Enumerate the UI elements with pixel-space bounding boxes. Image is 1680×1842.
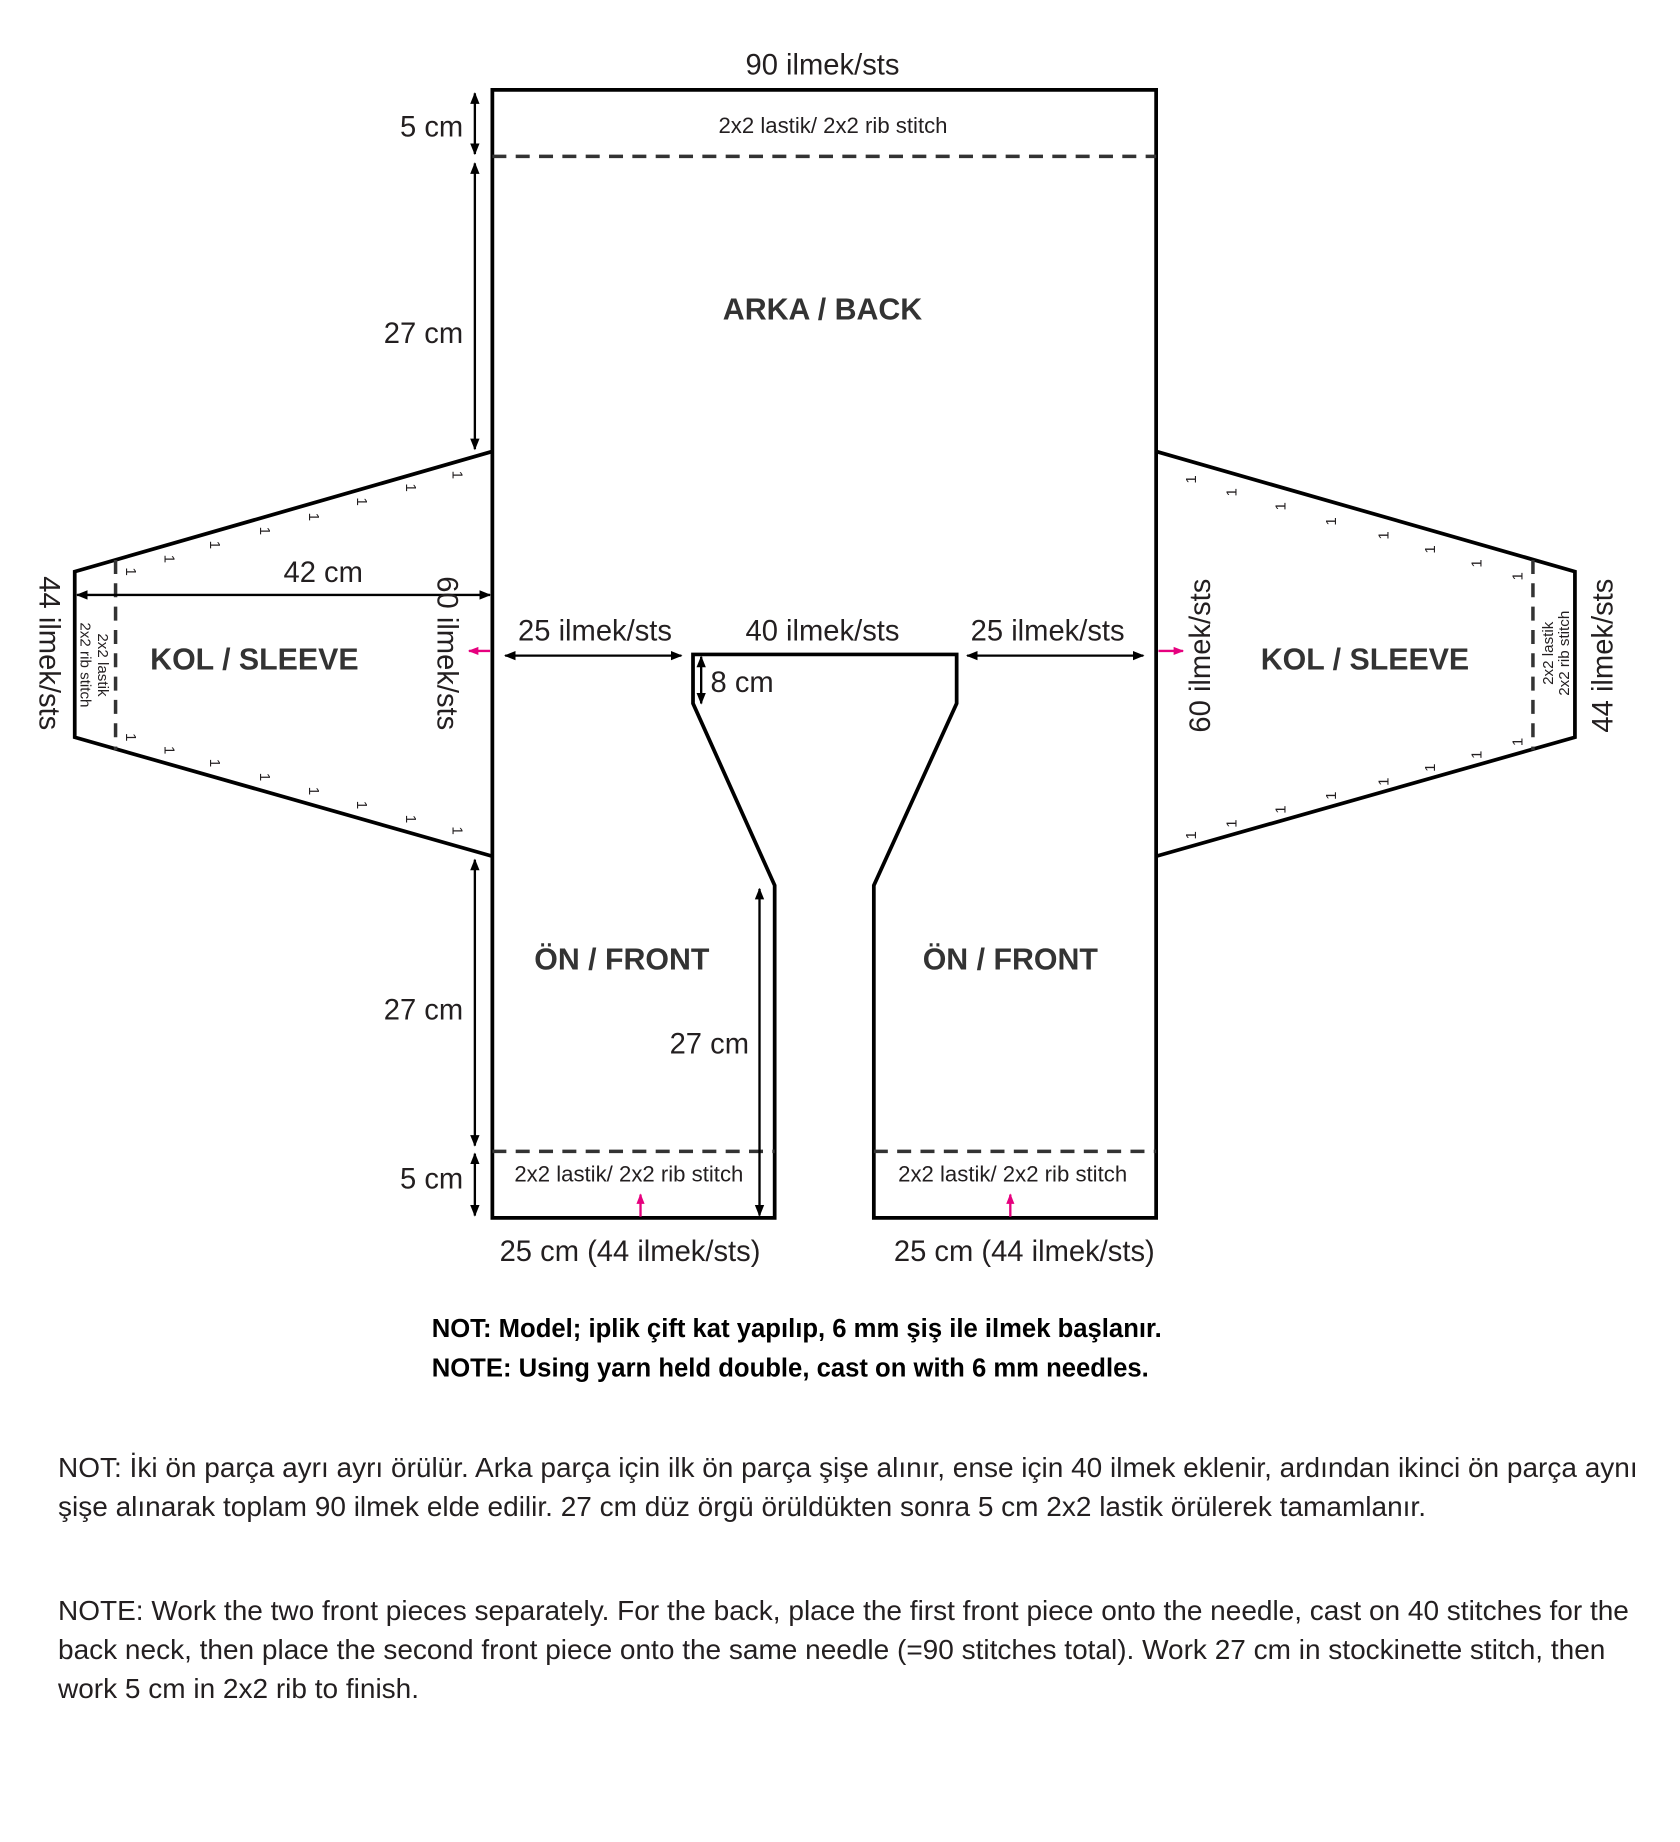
left-sleeve-increase-mark: 1 (256, 773, 273, 781)
dimension-arrows (75, 92, 1145, 1217)
left-sleeve-increase-mark: 1 (161, 746, 178, 754)
left-sleeve-length: 42 cm (284, 557, 363, 589)
right-sleeve-increase-mark: 1 (1509, 738, 1526, 746)
neck-depth: 8 cm (711, 667, 774, 699)
left-sleeve-rib-tr: 2x2 lastik (94, 633, 111, 697)
left-sleeve-increase-mark: 1 (305, 787, 322, 795)
right-sleeve-rib-en: 2x2 rib stitch (1556, 611, 1573, 696)
left-sleeve-increase-mark: 1 (206, 759, 223, 767)
right-sleeve-rib-tr: 2x2 lastik (1540, 621, 1557, 685)
right-sleeve-cuff-sts: 44 ilmek/sts (1587, 579, 1619, 733)
left-sleeve-rib-en: 2x2 rib stitch (77, 622, 94, 707)
left-sleeve-increase-mark: 1 (206, 541, 223, 549)
left-sleeve-increase-mark: 1 (353, 497, 370, 505)
right-front-width: 25 cm (44 ilmek/sts) (894, 1236, 1155, 1268)
right-sleeve-increase-mark: 1 (1375, 531, 1392, 539)
left-sleeve-increase-mark: 1 (402, 815, 419, 823)
right-sleeve-increase-mark: 1 (1183, 831, 1200, 839)
back-title: ARKA / BACK (723, 294, 922, 327)
right-sleeve-increase-mark: 1 (1273, 502, 1290, 510)
right-sleeve-increase-mark: 1 (1509, 572, 1526, 580)
right-front-rib-label: 2x2 lastik/ 2x2 rib stitch (898, 1162, 1127, 1187)
left-sleeve-top-sts: 60 ilmek/sts (431, 576, 463, 730)
neck-right-sts: 25 ilmek/sts (971, 615, 1125, 647)
right-sleeve-increase-mark: 1 (1375, 777, 1392, 785)
front-body-height: 27 cm (384, 995, 463, 1027)
right-sleeve-increase-mark: 1 (1469, 559, 1486, 567)
right-sleeve-increase-mark: 1 (1323, 517, 1340, 525)
right-sleeve-increase-mark: 1 (1422, 763, 1439, 771)
back-body-height: 27 cm (384, 318, 463, 350)
left-sleeve-increase-mark: 1 (122, 567, 139, 575)
right-sleeve-top-sts: 60 ilmek/sts (1185, 579, 1217, 733)
right-sleeve-increase-mark: 1 (1224, 819, 1241, 827)
right-sleeve-increase-mark: 1 (1323, 791, 1340, 799)
neck-left-sts: 25 ilmek/sts (518, 615, 672, 647)
sleeve-increase-marks: 1 1 1 1 1 1 1 1 1 1 1 1 1 1 1 1 1 1 1 1 1 1 1 1 1 1 1 1 1 1 1 1 (122, 471, 1526, 840)
left-sleeve-increase-mark: 1 (161, 555, 178, 563)
right-sleeve-increase-mark: 1 (1183, 475, 1200, 483)
right-sleeve-outline (1155, 449, 1577, 859)
left-sleeve-increase-mark: 1 (305, 513, 322, 521)
back-rib-label: 2x2 lastik/ 2x2 rib stitch (718, 113, 947, 138)
note-en-bold: NOTE: Using yarn held double, cast on wi… (432, 1355, 1149, 1383)
neck-center-sts: 40 ilmek/sts (746, 615, 900, 647)
left-sleeve-cuff-sts: 44 ilmek/sts (33, 576, 65, 730)
left-sleeve-title: KOL / SLEEVE (150, 644, 358, 677)
front-edge-height: 27 cm (670, 1028, 749, 1060)
right-sleeve-increase-mark: 1 (1469, 751, 1486, 759)
back-rib-height: 5 cm (400, 111, 463, 143)
back-width-label: 90 ilmek/sts (746, 50, 900, 82)
right-sleeve-title: KOL / SLEEVE (1261, 644, 1469, 677)
left-sleeve-increase-mark: 1 (353, 801, 370, 809)
note-tr-paragraph: NOT: İki ön parça ayrı ayrı örülür. Arka… (58, 1452, 1638, 1522)
right-sleeve-increase-mark: 1 (1422, 545, 1439, 553)
front-rib-height: 5 cm (400, 1164, 463, 1196)
left-sleeve-outline (72, 449, 493, 859)
left-sleeve-increase-mark: 1 (402, 483, 419, 491)
left-sleeve-increase-mark: 1 (449, 471, 466, 479)
note-en-paragraph: NOTE: Work the two front pieces separate… (58, 1595, 1629, 1704)
right-sleeve-increase-mark: 1 (1224, 488, 1241, 496)
body-outline (490, 87, 1159, 1220)
left-front-width: 25 cm (44 ilmek/sts) (500, 1236, 761, 1268)
right-sleeve-increase-mark: 1 (1273, 805, 1290, 813)
left-sleeve-increase-mark: 1 (256, 527, 273, 535)
left-front-rib-label: 2x2 lastik/ 2x2 rib stitch (514, 1162, 743, 1187)
left-sleeve-increase-mark: 1 (122, 733, 139, 741)
pickup-arrows (467, 646, 1185, 1217)
right-front-title: ÖN / FRONT (923, 943, 1099, 976)
left-front-title: ÖN / FRONT (534, 943, 710, 976)
left-sleeve-increase-mark: 1 (449, 826, 466, 834)
note-tr-bold: NOT: Model; iplik çift kat yapılıp, 6 mm… (432, 1315, 1162, 1343)
